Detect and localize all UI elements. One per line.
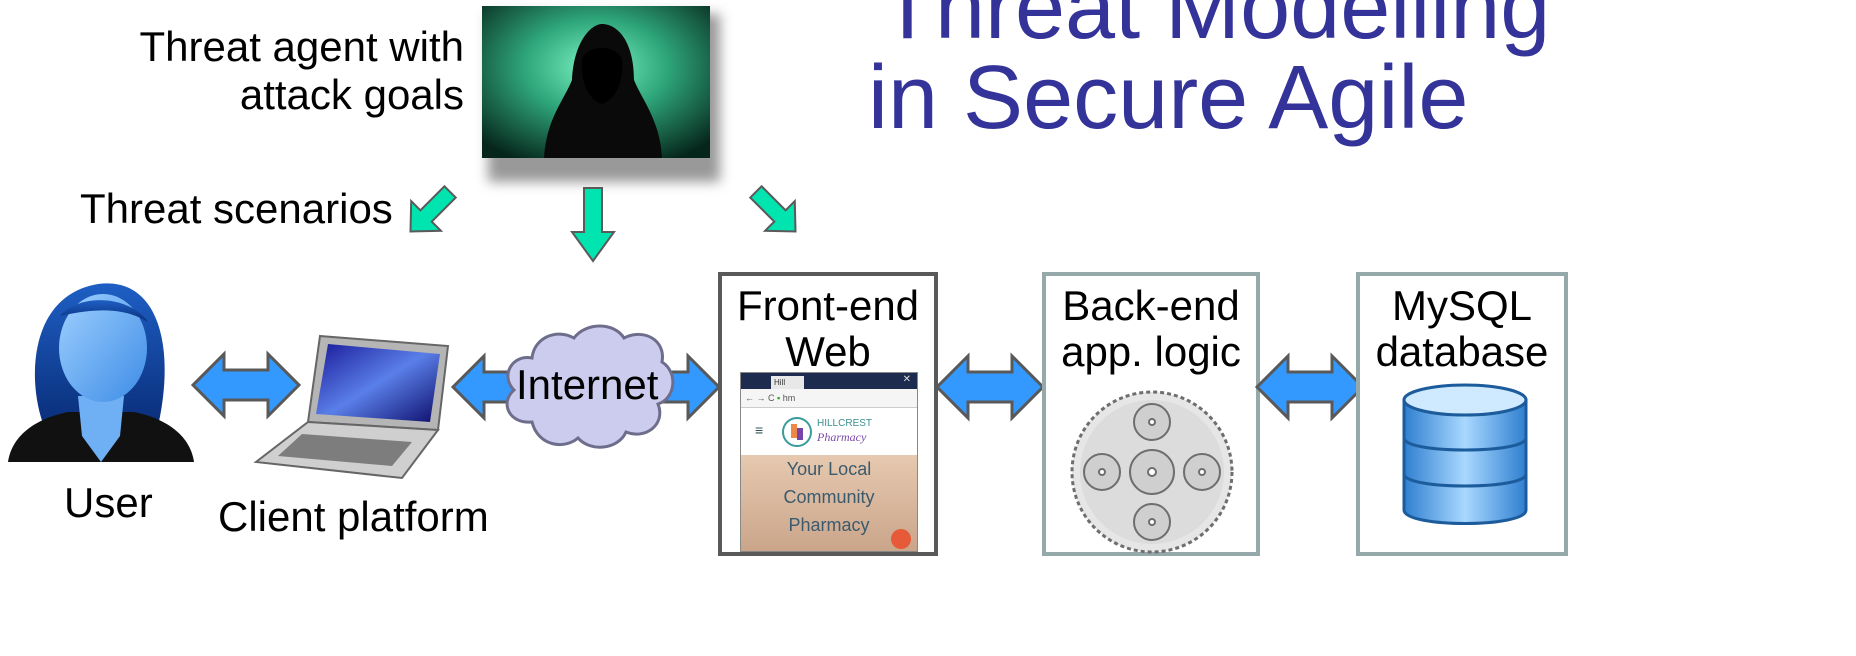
backend-box: Back-end app. logic	[1042, 272, 1260, 556]
forward-icon[interactable]: →	[756, 393, 766, 403]
threat-arrow-down	[570, 187, 616, 263]
database-label-line-2: database	[1375, 328, 1549, 375]
browser-window-controls: ✕	[902, 374, 911, 385]
reload-icon[interactable]: C	[768, 393, 775, 403]
laptop-icon	[253, 334, 450, 480]
frontend-box: Front-end Web server Hill ✕ ← → C ▪ hm ≡…	[718, 272, 938, 556]
internet-cloud-icon	[505, 324, 675, 449]
browser-tab: Hill	[771, 376, 804, 389]
browser-tab-bar: Hill ✕	[741, 373, 917, 389]
frontend-label-line-1: Front-end	[736, 282, 920, 329]
logo-line-2: Pharmacy	[817, 430, 867, 444]
threat-agent-label-line-2: attack goals	[239, 71, 464, 118]
logo-line-1: HILLCREST	[817, 418, 873, 429]
gears-icon	[1070, 390, 1234, 554]
hero-banner: Your Local Community Pharmacy	[741, 455, 917, 551]
backend-label-line-2: app. logic	[1061, 328, 1241, 375]
browser-tab-label: Hill	[774, 378, 786, 387]
hero-line-3: Pharmacy	[788, 515, 870, 535]
browser-url[interactable]: hm	[782, 393, 796, 403]
user-label: User	[64, 479, 153, 526]
client-platform-label: Client platform	[218, 493, 489, 540]
threat-arrow-left	[409, 184, 458, 233]
flow-arrow-frontend-backend	[934, 352, 1046, 422]
site-header: ≡ HILLCREST Pharmacy	[741, 408, 917, 456]
flow-arrow-backend-database	[1254, 352, 1366, 422]
lock-icon: ▪	[777, 393, 781, 403]
database-label-line-1: MySQL	[1391, 282, 1533, 329]
hooded-hacker-image	[482, 6, 720, 182]
flow-arrow-user-client	[190, 350, 302, 420]
browser-address-bar: ← → C ▪ hm	[741, 389, 917, 408]
threat-arrow-right	[748, 184, 797, 233]
threat-scenarios-label: Threat scenarios	[80, 185, 393, 232]
pharmacy-logo-icon	[782, 417, 812, 447]
database-icon	[1402, 383, 1528, 525]
share-button[interactable]	[891, 529, 911, 549]
backend-label-line-1: Back-end	[1062, 282, 1240, 329]
title-line-1: Threat Modelling	[880, 0, 1551, 58]
browser-window: Hill ✕ ← → C ▪ hm ≡ HILLCREST Pharmacy Y…	[740, 372, 918, 552]
database-box: MySQL database	[1356, 272, 1568, 556]
internet-label: Internet	[516, 361, 659, 408]
hero-line-2: Community	[783, 487, 875, 507]
title-line-2: in Secure Agile	[868, 48, 1469, 148]
back-icon[interactable]: ←	[745, 393, 754, 403]
threat-agent-label-line-1: Threat agent with	[139, 23, 464, 70]
user-icon	[8, 283, 194, 462]
hero-line-1: Your Local	[786, 459, 872, 479]
hamburger-menu-icon[interactable]: ≡	[755, 422, 764, 438]
